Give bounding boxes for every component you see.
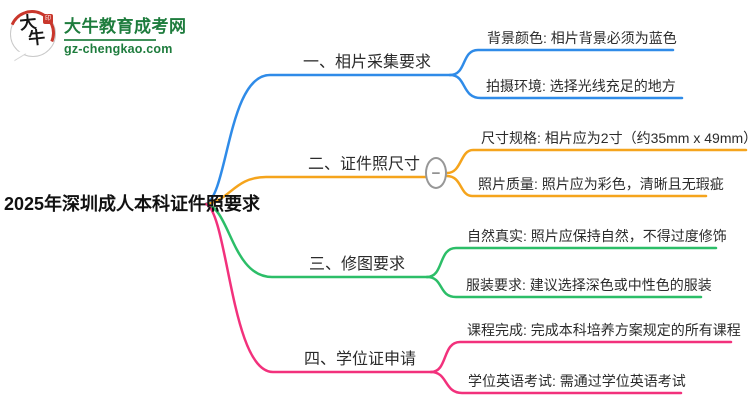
subtopic-shooting-environment[interactable]: 拍摄环境: 选择光线充足的地方 xyxy=(486,78,676,94)
subtopic-natural-real[interactable]: 自然真实: 照片应保持自然，不得过度修饰 xyxy=(467,228,727,244)
branch1-main-link xyxy=(204,73,452,206)
collapse-button-branch2[interactable]: − xyxy=(425,157,447,189)
branch3-child1-link xyxy=(425,246,718,279)
minus-icon: − xyxy=(431,164,441,182)
subtopic-degree-english-exam[interactable]: 学位英语考试: 需通过学位英语考试 xyxy=(468,373,686,389)
logo-divider xyxy=(64,39,156,41)
branch-retouching[interactable]: 三、修图要求 xyxy=(309,256,406,273)
subtopic-clothing[interactable]: 服装要求: 建议选择深色或中性色的服装 xyxy=(466,277,712,293)
branch4-main-link xyxy=(204,202,433,374)
logo-seal-icon: 印 xyxy=(43,14,53,24)
branch3-child2-link xyxy=(425,275,703,299)
branch1-child2-link xyxy=(448,73,684,100)
branch4-child1-link xyxy=(429,340,733,374)
site-url: gz-chengkao.com xyxy=(64,42,173,56)
branch2-child2-link xyxy=(445,174,708,198)
branch-photo-size[interactable]: 二、证件照尺寸 xyxy=(308,156,421,173)
subtopic-photo-quality[interactable]: 照片质量: 照片应为彩色，清晰且无瑕疵 xyxy=(478,176,724,192)
logo-bubble-tail xyxy=(14,51,27,62)
branch2-main-link xyxy=(204,175,428,206)
site-name: 大牛教育成考网 xyxy=(64,17,187,36)
branch-photo-collection[interactable]: 一、相片采集要求 xyxy=(303,54,432,71)
branch4-child2-link xyxy=(429,370,683,395)
branch2-child1-link xyxy=(445,148,748,175)
logo-bull-icon: 大 牛 印 xyxy=(2,3,62,63)
subtopic-size-spec[interactable]: 尺寸规格: 相片应为2寸（约35mm x 49mm） xyxy=(481,130,750,146)
root-topic[interactable]: 2025年深圳成人本科证件照要求 xyxy=(4,194,261,214)
branch1-child1-link xyxy=(448,48,675,77)
subtopic-background-color[interactable]: 背景颜色: 相片背景必须为蓝色 xyxy=(487,30,677,46)
subtopic-course-completion[interactable]: 课程完成: 完成本科培养方案规定的所有课程 xyxy=(467,322,741,338)
site-logo[interactable]: 大 牛 印 大牛教育成考网 gz-chengkao.com xyxy=(2,3,187,63)
logo-text-block: 大牛教育成考网 gz-chengkao.com xyxy=(64,12,187,56)
branch3-main-link xyxy=(204,202,429,279)
branch-degree-application[interactable]: 四、学位证申请 xyxy=(304,351,417,368)
